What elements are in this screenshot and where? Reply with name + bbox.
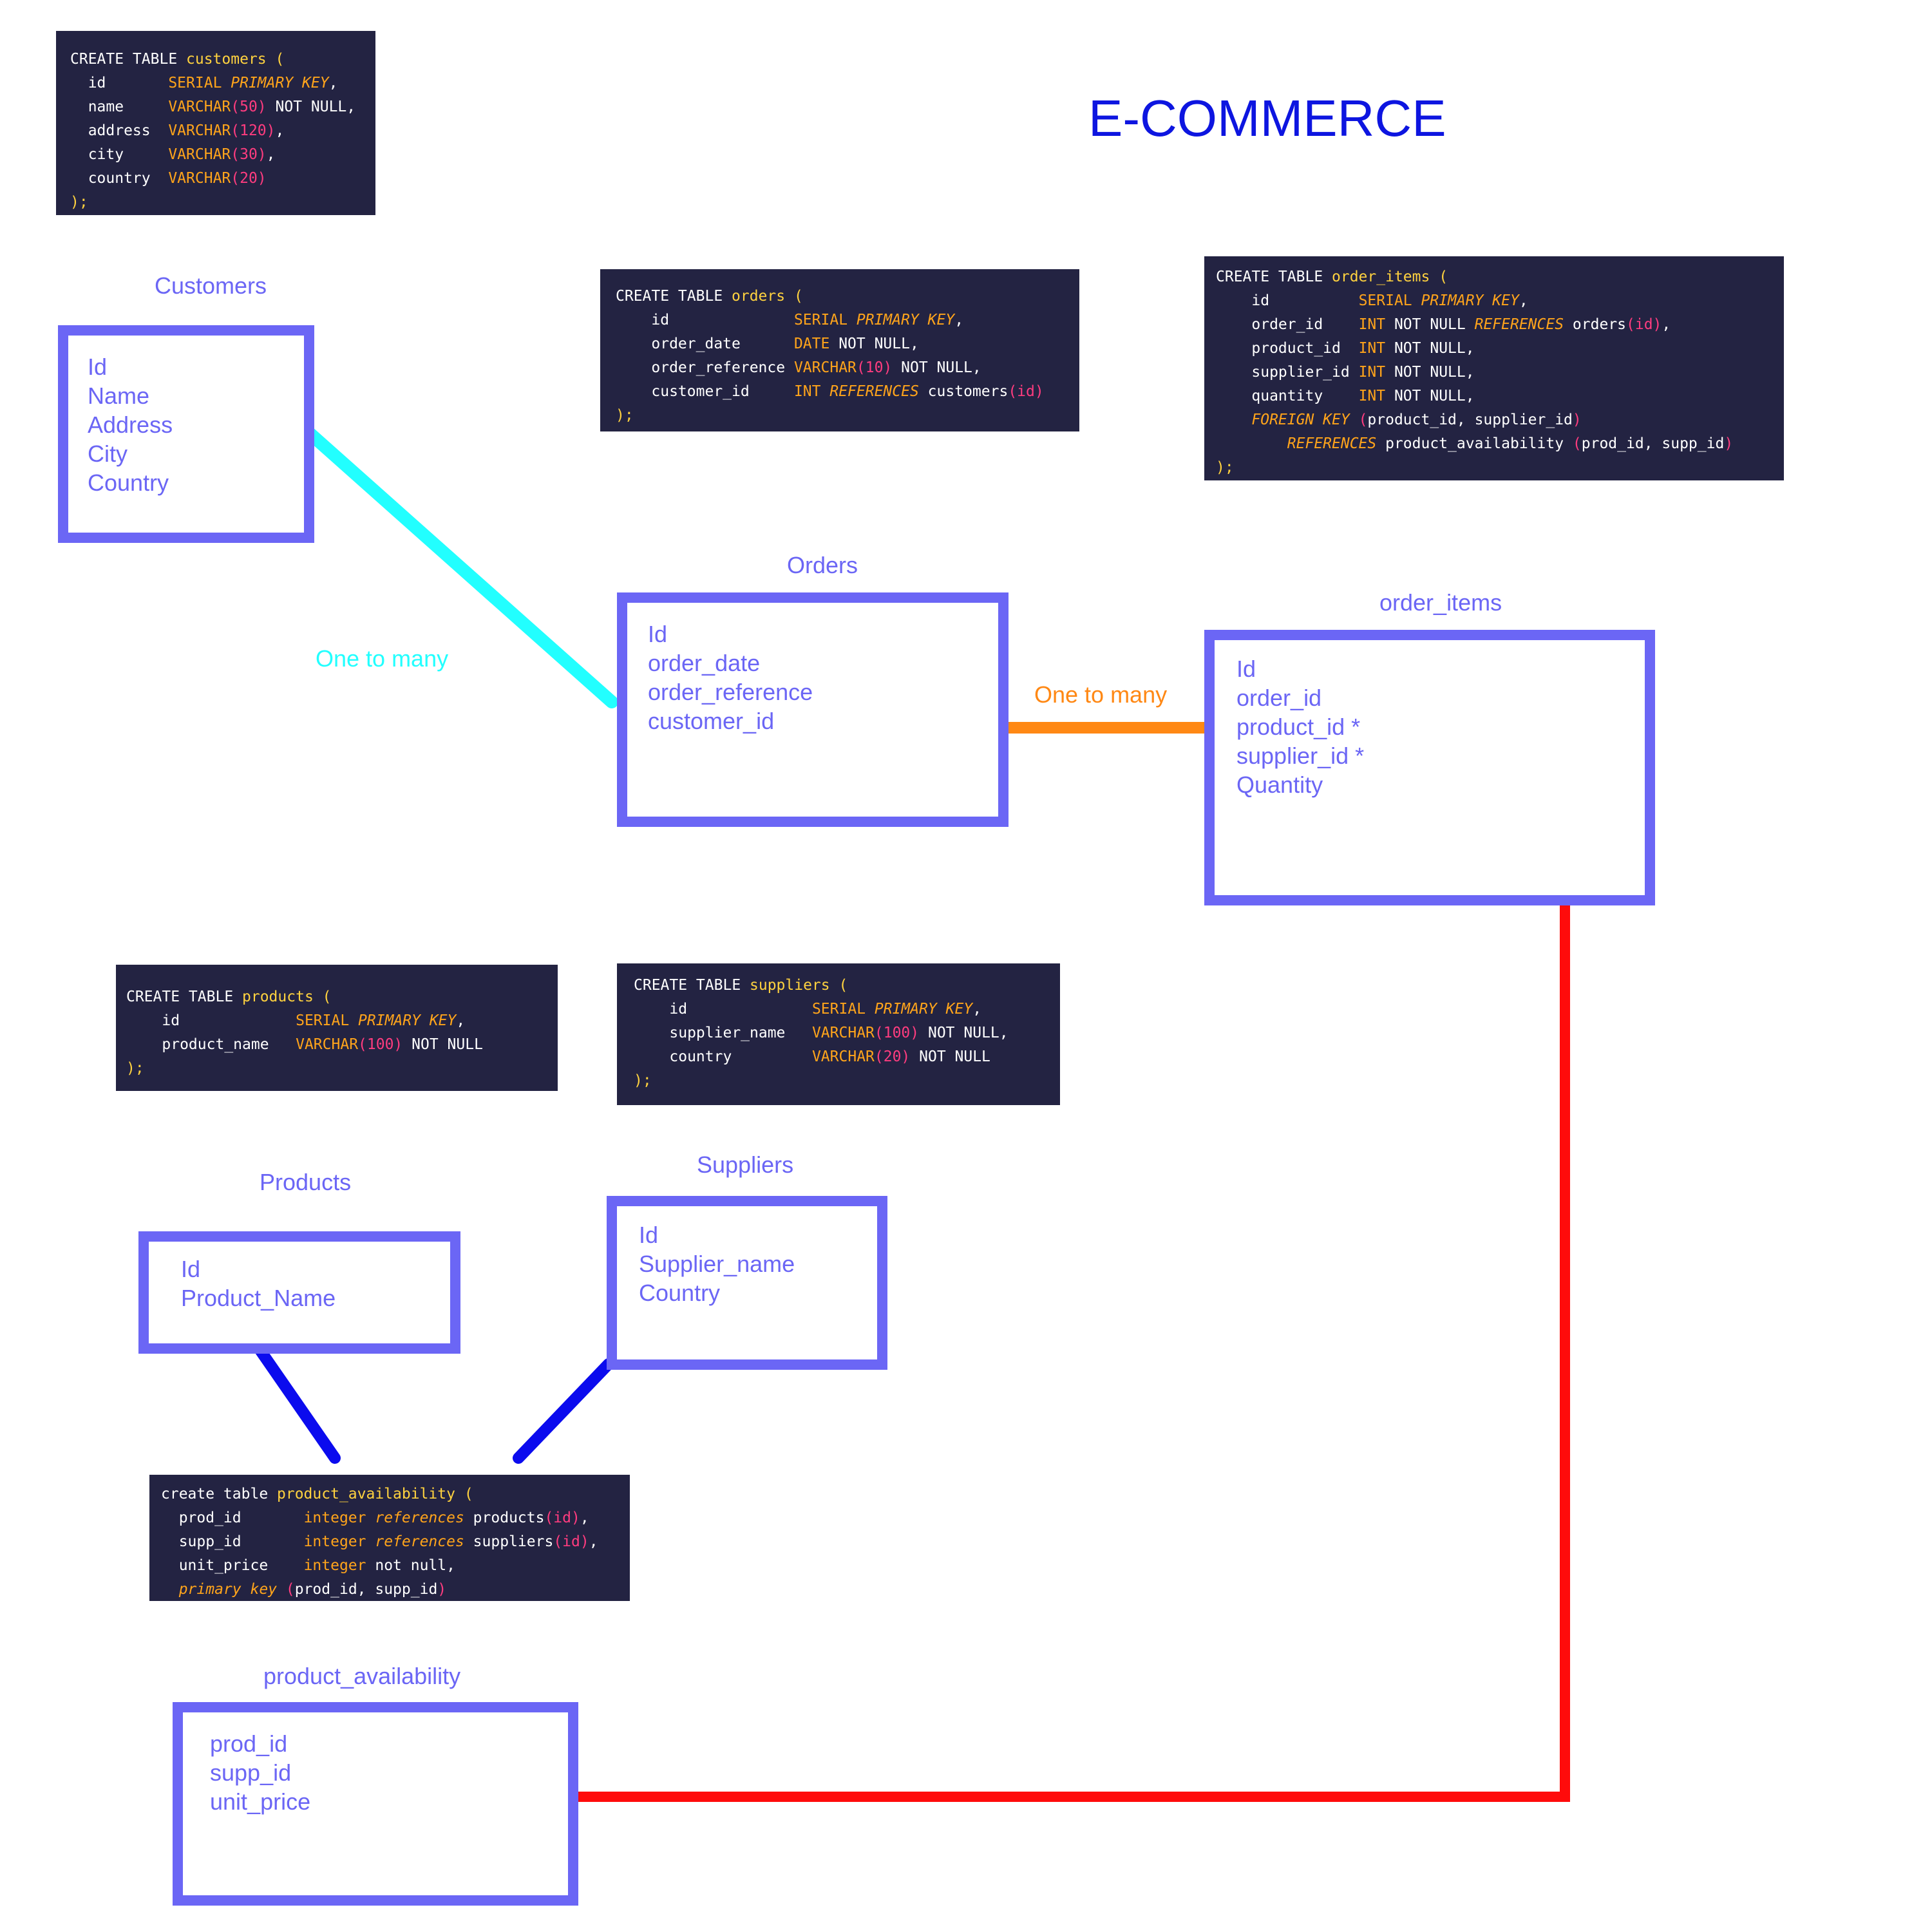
code-line: CREATE TABLE suppliers ( (634, 977, 848, 994)
code-line: prod_id integer references products(id), (161, 1510, 589, 1526)
orders-sql-code: CREATE TABLE orders ( id SERIAL PRIMARY … (600, 269, 1079, 431)
order-items-entity-box: Id order_id product_id * supplier_id * Q… (1204, 630, 1655, 905)
order-items-sql-code: CREATE TABLE order_items ( id SERIAL PRI… (1204, 256, 1784, 480)
code-line: id SERIAL PRIMARY KEY, (126, 1012, 466, 1029)
code-line: supplier_id INT NOT NULL, (1216, 364, 1475, 381)
code-line: ); (70, 194, 88, 211)
code-line: primary key (prod_id, supp_id) (178, 1581, 447, 1598)
code-line: quantity INT NOT NULL, (1216, 388, 1475, 404)
products-entity-label: Products (260, 1169, 352, 1195)
product-availability-entity-box: prod_id supp_id unit_price (173, 1702, 578, 1906)
orders-entity-box: Id order_date order_reference customer_i… (617, 592, 1009, 827)
customers-orders-relation-line (303, 426, 618, 708)
customers-sql-code: CREATE TABLE customers ( id SERIAL PRIMA… (56, 31, 375, 215)
products-entity-box: Id Product_Name (138, 1231, 460, 1354)
entity-field: order_id (1236, 685, 1322, 711)
code-line: ); (1216, 459, 1234, 476)
code-line: order_id INT NOT NULL REFERENCES orders(… (1216, 316, 1671, 333)
entity-field: Quantity (1236, 772, 1323, 798)
entity-field: Id (648, 621, 668, 647)
entity-field: City (88, 440, 128, 467)
entity-field: Country (639, 1280, 721, 1306)
entity-field: Country (88, 469, 169, 496)
order-items-entity-label: order_items (1379, 589, 1502, 616)
code-line: CREATE TABLE order_items ( (1216, 269, 1448, 285)
products-availability-relation-line (255, 1345, 341, 1464)
entity-field: Address (88, 412, 173, 438)
entity-field: Id (639, 1222, 659, 1248)
product-availability-entity-label: product_availability (263, 1663, 461, 1689)
code-line: id SERIAL PRIMARY KEY, (616, 312, 964, 328)
code-line: country VARCHAR(20) NOT NULL (634, 1048, 990, 1065)
orders-entity-label: Orders (787, 552, 858, 578)
entity-field: unit_price (210, 1788, 311, 1815)
customers-orders-relation-label: One to many (316, 645, 449, 672)
suppliers-entity-box: Id Supplier_name Country (607, 1196, 887, 1370)
entity-field: order_date (648, 650, 761, 676)
code-line: city VARCHAR(30), (70, 146, 276, 163)
entity-field: Id (1236, 656, 1256, 682)
code-line: id SERIAL PRIMARY KEY, (1216, 292, 1528, 309)
entity-field: product_id * (1236, 714, 1361, 740)
entity-field: prod_id (210, 1730, 288, 1757)
entity-field: Id (181, 1256, 201, 1282)
code-line: ); (634, 1072, 652, 1089)
entity-field: Product_Name (181, 1285, 336, 1311)
entity-field: customer_id (648, 708, 775, 734)
code-line: id SERIAL PRIMARY KEY, (634, 1001, 982, 1018)
entity-field: Id (88, 354, 108, 380)
code-line: CREATE TABLE orders ( (616, 288, 803, 305)
suppliers-entity-label: Suppliers (697, 1151, 794, 1178)
code-line: customer_id INT REFERENCES customers(id) (616, 383, 1044, 400)
code-line: supp_id integer references suppliers(id)… (161, 1533, 598, 1550)
orders-order-items-relation-label: One to many (1034, 681, 1168, 708)
suppliers-sql-code: CREATE TABLE suppliers ( id SERIAL PRIMA… (617, 963, 1060, 1105)
code-line: CREATE TABLE customers ( (70, 51, 285, 68)
order-items-availability-relation-line (573, 902, 1570, 1802)
customers-entity-label: Customers (155, 272, 267, 299)
product-availability-sql-code: create table product_availability ( prod… (149, 1475, 630, 1601)
code-line: order_reference VARCHAR(10) NOT NULL, (616, 359, 981, 376)
code-line: order_date DATE NOT NULL, (616, 336, 919, 352)
code-line: CREATE TABLE products ( (126, 989, 332, 1005)
entity-field: Name (88, 383, 150, 409)
code-line: address VARCHAR(120), (70, 122, 285, 139)
code-line: create table product_availability ( (161, 1486, 473, 1502)
code-line: ); (616, 407, 634, 424)
products-sql-code: CREATE TABLE products ( id SERIAL PRIMAR… (116, 965, 558, 1091)
code-line: product_id INT NOT NULL, (1216, 340, 1475, 357)
entity-field: order_reference (648, 679, 813, 705)
code-line: product_name VARCHAR(100) NOT NULL (126, 1036, 483, 1053)
entity-field: supp_id (210, 1759, 292, 1786)
code-line: FOREIGN KEY (product_id, supplier_id) (1251, 412, 1582, 428)
code-line: country VARCHAR(20) (70, 170, 267, 187)
entity-field: Supplier_name (639, 1251, 795, 1277)
code-line: id SERIAL PRIMARY KEY, (70, 75, 338, 91)
suppliers-availability-relation-line (513, 1358, 614, 1464)
code-line: ); (126, 1060, 144, 1077)
page-title: E-COMMERCE (1088, 90, 1446, 147)
code-line: unit_price integer not null, (161, 1557, 455, 1574)
code-line: supplier_name VARCHAR(100) NOT NULL, (634, 1025, 1009, 1041)
code-line: name VARCHAR(50) NOT NULL, (70, 99, 356, 115)
customers-entity-box: Id Name Address City Country (58, 325, 314, 543)
code-line: REFERENCES product_availability (prod_id… (1287, 435, 1734, 452)
entity-field: supplier_id * (1236, 743, 1365, 769)
